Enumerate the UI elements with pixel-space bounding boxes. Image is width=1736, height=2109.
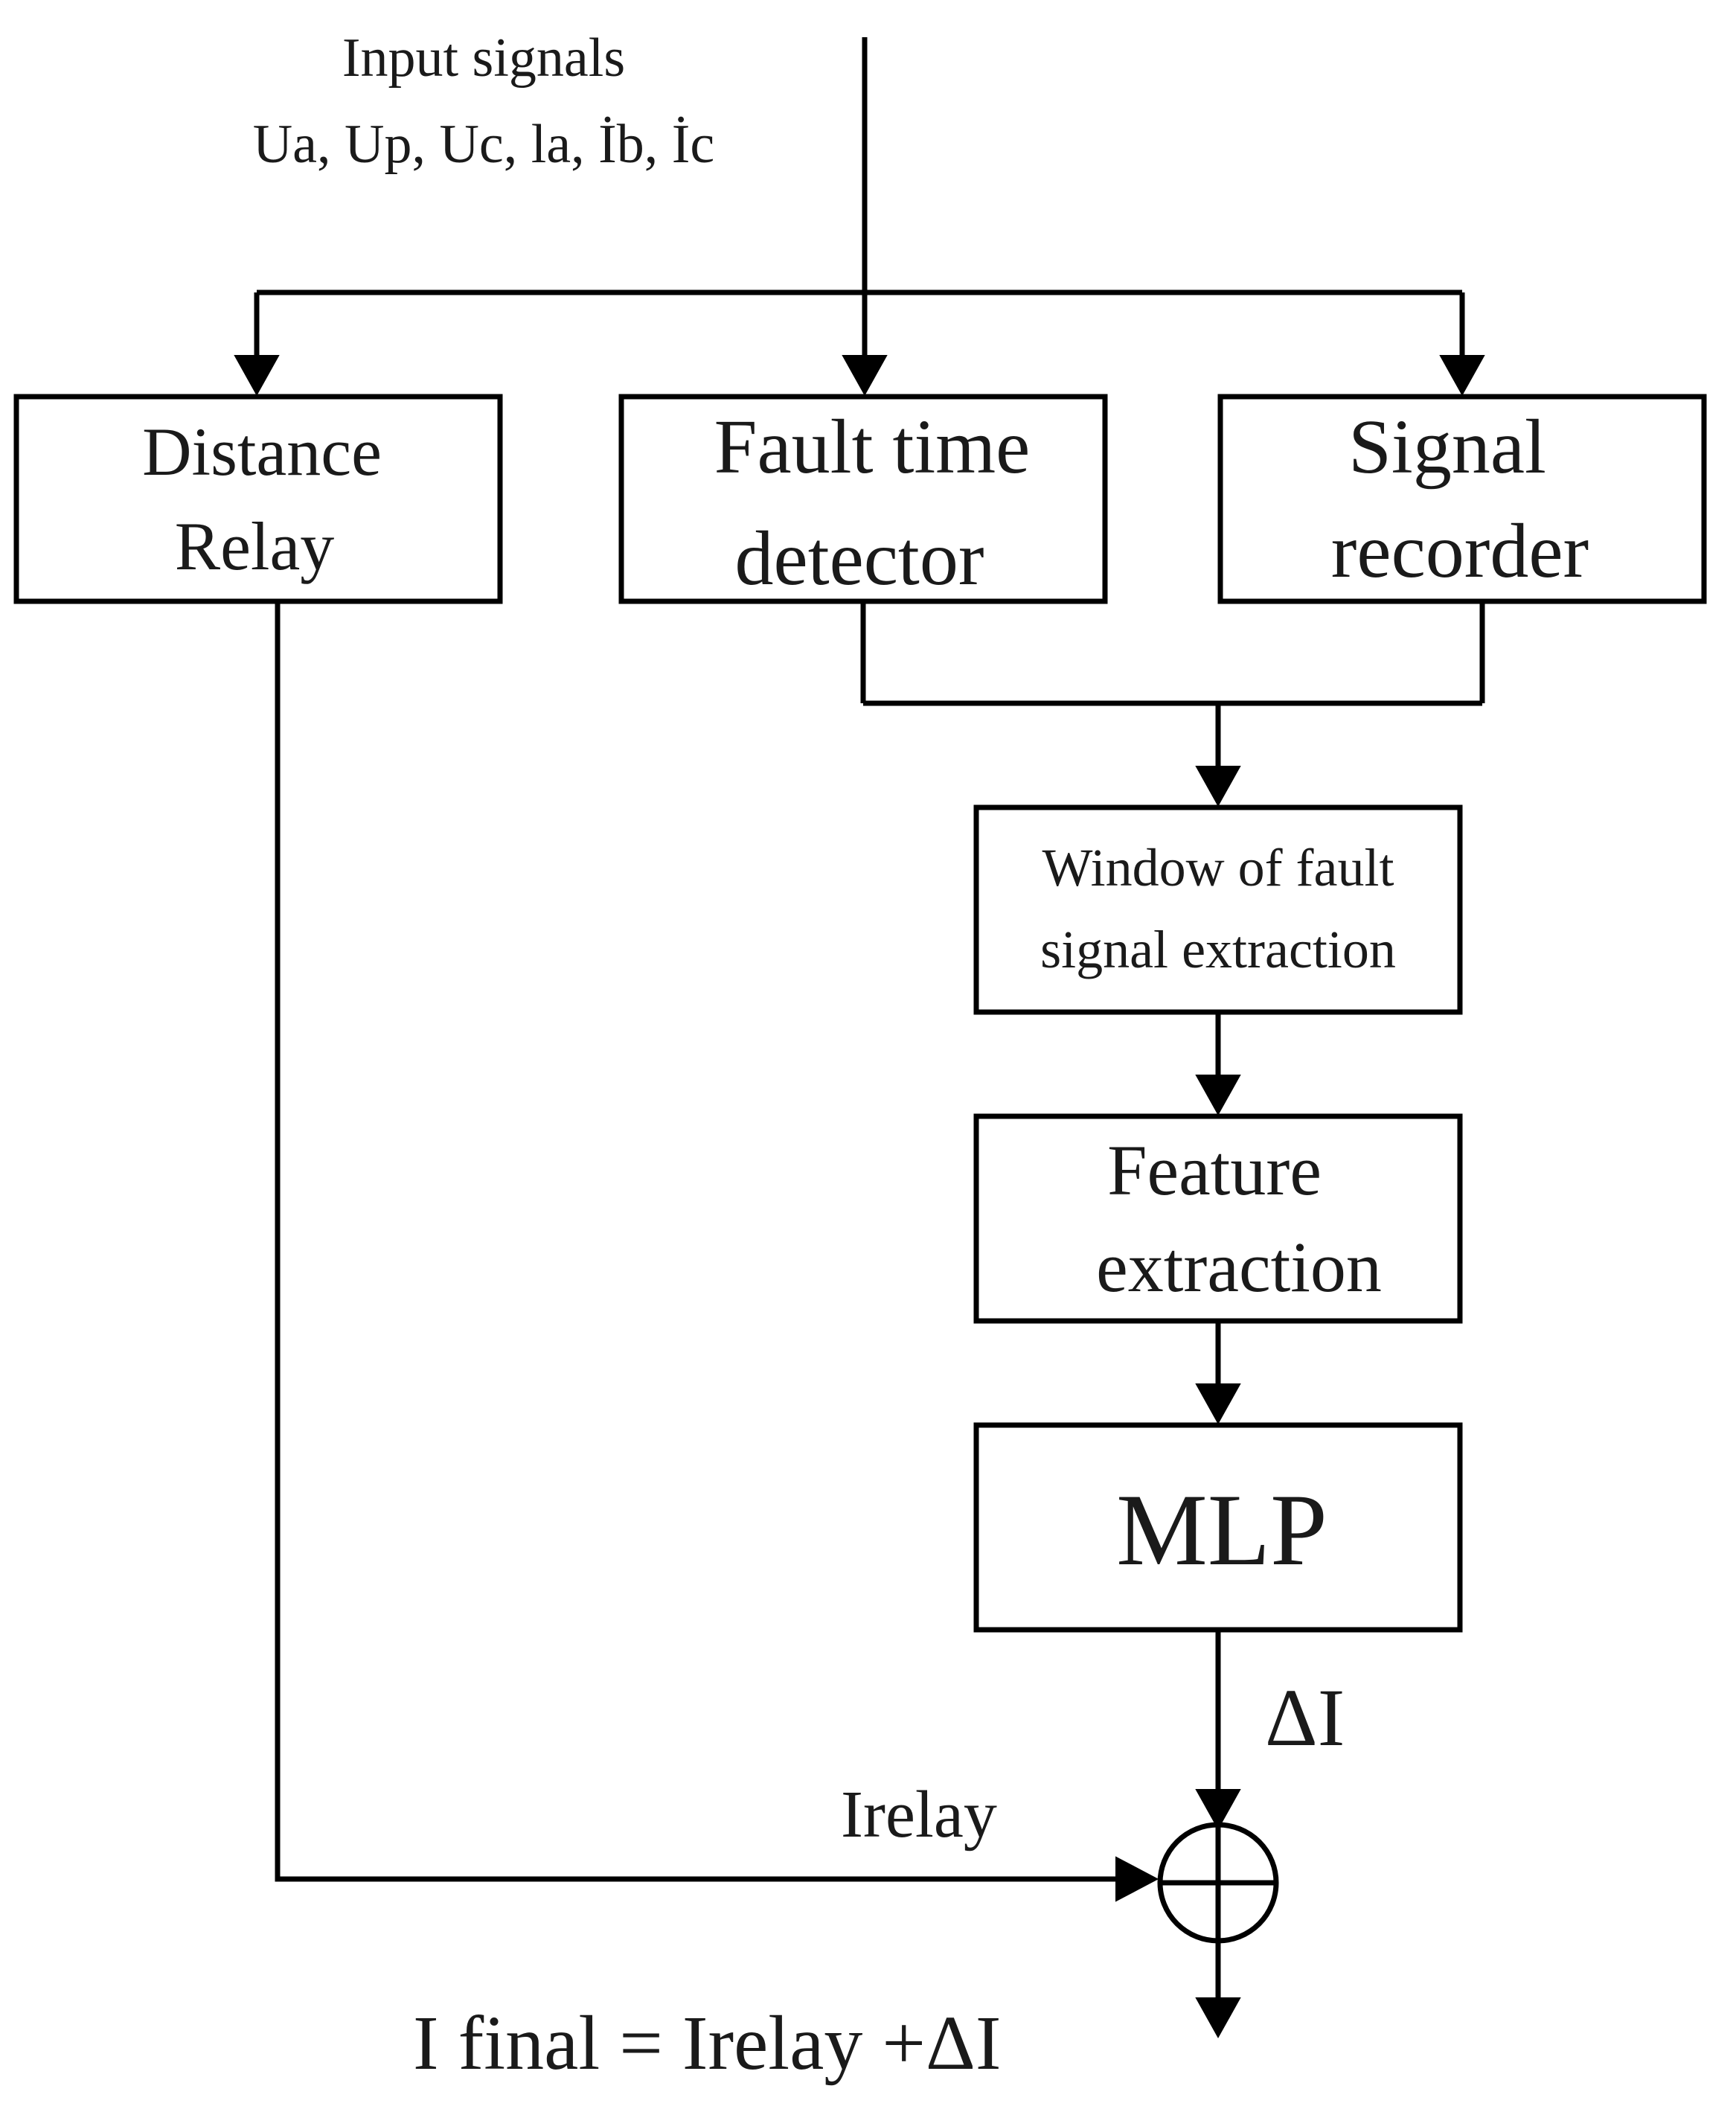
arrow-to-signal-recorder <box>1439 355 1485 397</box>
arrow-to-feature-extraction <box>1195 1075 1241 1116</box>
arrow-delta-i <box>1195 1789 1241 1831</box>
signal-recorder-label-line2: recorder <box>1331 508 1589 594</box>
arrow-irelay <box>1115 1856 1159 1902</box>
mlp-box <box>973 1422 1463 1633</box>
irelay-label: Irelay <box>841 1778 997 1852</box>
arrow-final-output <box>1195 1997 1241 2039</box>
distance-relay-box <box>13 394 503 604</box>
delta-i-label: ΔI <box>1265 1672 1345 1763</box>
distance-relay-label-line2: Relay <box>175 508 335 584</box>
feature-extraction-label-line1: Feature <box>1107 1130 1322 1210</box>
signal-recorder-label-line1: Signal <box>1348 404 1546 490</box>
arrow-to-mlp <box>1195 1383 1241 1425</box>
distance-relay-output-line <box>275 601 1116 1882</box>
distance-relay-label-line1: Distance <box>142 414 382 490</box>
fault-time-detector-label-line1: Fault time <box>714 404 1031 490</box>
input-signals-list: Ua, Up, Uc, la, İb, İc <box>253 114 715 175</box>
arrow-to-window-extraction <box>1195 766 1241 807</box>
final-output-label: I final = Irelay +ΔI <box>413 2000 1002 2086</box>
signal-recorder-box <box>1217 394 1707 604</box>
window-extraction-label-line1: Window of fault <box>1042 838 1394 897</box>
mlp-label: MLP <box>1116 1473 1327 1587</box>
fault-time-detector-label-line2: detector <box>735 516 984 601</box>
window-extraction-label-line2: signal extraction <box>1040 920 1396 979</box>
input-signals-label: Input signals <box>342 28 625 89</box>
feature-extraction-label-line2: extraction <box>1096 1227 1382 1307</box>
arrow-to-fault-time-detector <box>842 355 888 397</box>
window-extraction-box <box>973 804 1463 1015</box>
arrow-to-distance-relay <box>234 355 280 397</box>
